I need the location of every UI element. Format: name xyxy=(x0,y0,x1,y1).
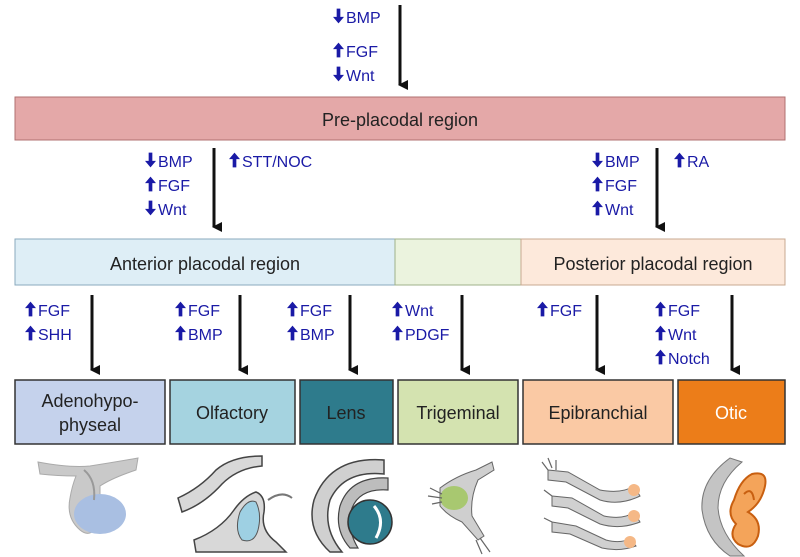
up-arrow-icon xyxy=(537,301,548,317)
top-signal-wnt: Wnt xyxy=(346,68,375,85)
down-arrow-icon xyxy=(333,8,344,24)
olfactory-box xyxy=(169,379,296,445)
up-arrow-icon xyxy=(655,349,666,365)
top-signal-fgf: FGF xyxy=(346,44,378,61)
lens-box xyxy=(299,379,394,445)
anterior-signal-group: BMP FGF Wnt STT/NOC xyxy=(145,152,312,219)
up-arrow-icon xyxy=(592,200,603,216)
up-arrow-icon xyxy=(287,325,298,341)
epibranchial-box xyxy=(522,379,674,445)
up-arrow-icon xyxy=(145,176,156,192)
otic-signal-wnt: Wnt xyxy=(668,327,697,344)
top-signal-bmp: BMP xyxy=(346,10,381,27)
trigeminal-label: Trigeminal xyxy=(416,403,499,423)
top-signal-group: BMP FGF Wnt xyxy=(333,8,381,85)
preplacodal-region-box xyxy=(14,96,786,141)
posterior-signal-bmp: BMP xyxy=(605,154,640,171)
down-arrow-icon xyxy=(333,66,344,82)
anterior-region-label: Anterior placodal region xyxy=(110,254,300,274)
down-arrow-icon xyxy=(592,152,603,168)
down-arrow-icon xyxy=(145,152,156,168)
olfactory-label: Olfactory xyxy=(196,403,268,423)
adenohypophyseal-signal-shh: SHH xyxy=(38,327,72,344)
preplacodal-region-label: Pre-placodal region xyxy=(322,110,478,130)
posterior-signal-group: BMP FGF Wnt RA xyxy=(592,152,710,219)
otic-signal-notch: Notch xyxy=(668,351,710,368)
lens-signal-fgf: FGF xyxy=(300,303,332,320)
epibranchial-label: Epibranchial xyxy=(548,403,647,423)
olfactory-signal-bmp: BMP xyxy=(188,327,223,344)
adenohypophyseal-signal-fgf: FGF xyxy=(38,303,70,320)
up-arrow-icon xyxy=(392,325,403,341)
trigeminal-illustration xyxy=(427,461,495,555)
posterior-signal-ra: RA xyxy=(687,154,710,171)
lens-label: Lens xyxy=(326,403,365,423)
anterior-signal-bmp: BMP xyxy=(158,154,193,171)
adenohypophyseal-illustration xyxy=(37,457,139,534)
middle-region-box xyxy=(394,238,522,286)
up-arrow-icon xyxy=(592,176,603,192)
olfactory-signal-fgf: FGF xyxy=(188,303,220,320)
adenohypophyseal-signals: FGF SHH xyxy=(25,301,72,344)
epibranchial-signals: FGF xyxy=(537,301,582,320)
up-arrow-icon xyxy=(25,325,36,341)
olfactory-signals: FGF BMP xyxy=(175,301,223,344)
anterior-signal-stt-noc: STT/NOC xyxy=(242,154,312,171)
lens-illustration xyxy=(311,458,393,553)
up-arrow-icon xyxy=(333,42,344,58)
up-arrow-icon xyxy=(25,301,36,317)
posterior-signal-wnt: Wnt xyxy=(605,202,634,219)
anterior-region-box xyxy=(14,238,396,286)
down-arrow-icon xyxy=(145,200,156,216)
up-arrow-icon xyxy=(392,301,403,317)
up-arrow-icon xyxy=(229,152,240,168)
up-arrow-icon xyxy=(175,301,186,317)
anterior-signal-fgf: FGF xyxy=(158,178,190,195)
epibranchial-illustration xyxy=(541,457,641,551)
lens-signal-bmp: BMP xyxy=(300,327,335,344)
otic-label: Otic xyxy=(715,403,747,423)
otic-illustration xyxy=(701,457,767,557)
up-arrow-icon xyxy=(655,301,666,317)
posterior-region-box xyxy=(520,238,786,286)
trigeminal-signal-wnt: Wnt xyxy=(405,303,434,320)
adenohypophyseal-label-line1: Adenohypo- xyxy=(41,391,138,411)
adenohypophyseal-box xyxy=(14,379,166,445)
otic-signal-fgf: FGF xyxy=(668,303,700,320)
up-arrow-icon xyxy=(674,152,685,168)
lens-signals: FGF BMP xyxy=(287,301,335,344)
adenohypophyseal-label-line2: physeal xyxy=(59,415,121,435)
anterior-signal-wnt: Wnt xyxy=(158,202,187,219)
olfactory-illustration xyxy=(177,455,293,553)
up-arrow-icon xyxy=(287,301,298,317)
trigeminal-signal-pdgf: PDGF xyxy=(405,327,450,344)
epibranchial-signal-fgf: FGF xyxy=(550,303,582,320)
posterior-signal-fgf: FGF xyxy=(605,178,637,195)
otic-box xyxy=(677,379,786,445)
up-arrow-icon xyxy=(655,325,666,341)
posterior-region-label: Posterior placodal region xyxy=(553,254,752,274)
trigeminal-signals: Wnt PDGF xyxy=(392,301,450,344)
trigeminal-box xyxy=(397,379,519,445)
otic-signals: FGF Wnt Notch xyxy=(655,301,710,368)
up-arrow-icon xyxy=(175,325,186,341)
